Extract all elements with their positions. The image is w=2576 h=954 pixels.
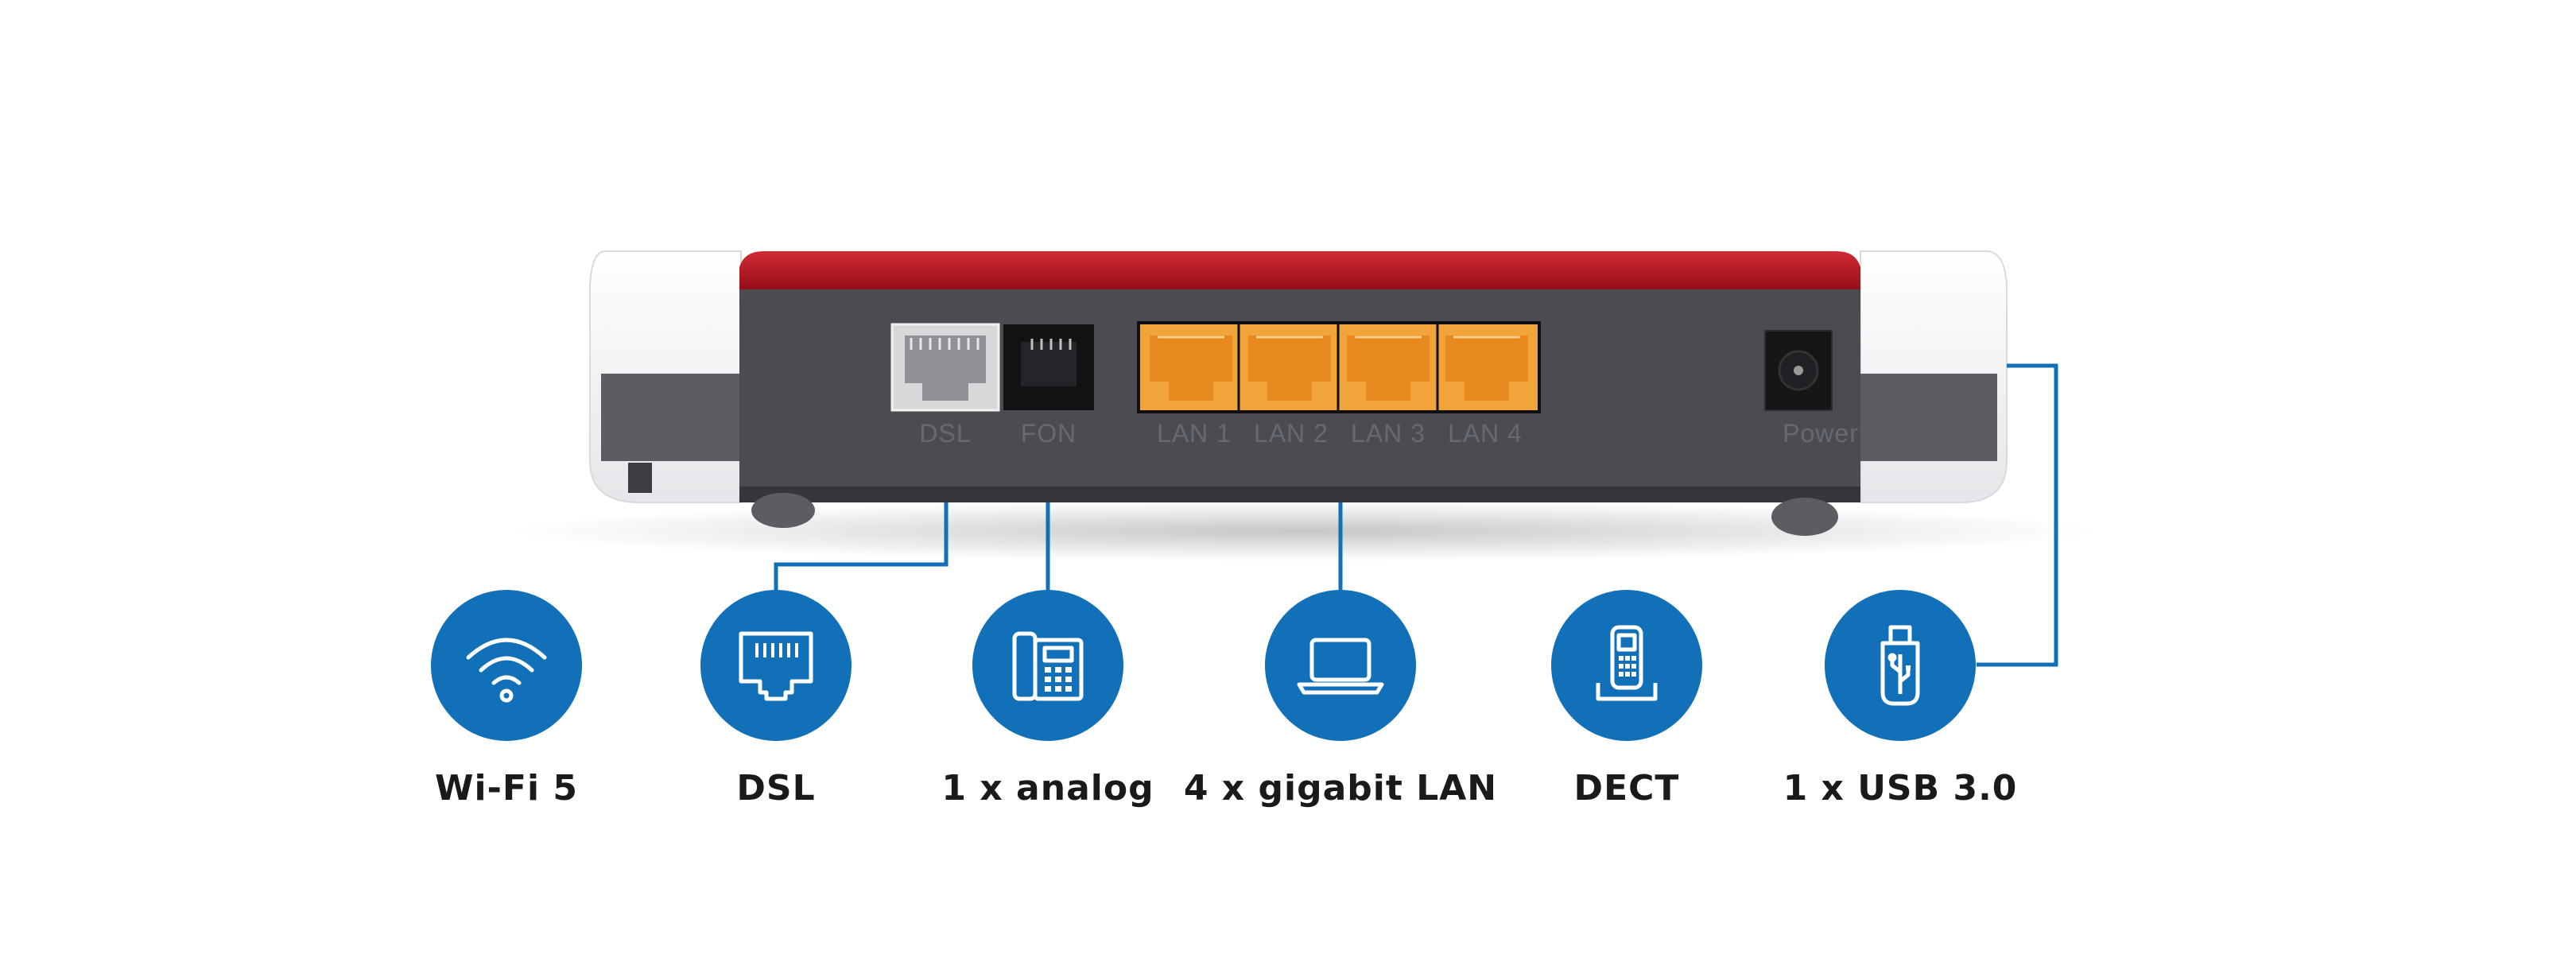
connector-dsl — [774, 502, 949, 595]
feature-label: 1 x USB 3.0 — [1783, 768, 2018, 809]
port-label-dsl: DSL — [919, 419, 971, 448]
port-label-power: Power — [1783, 419, 1859, 448]
left-side-cap — [589, 250, 742, 503]
router-shadow — [509, 501, 2099, 561]
feature-dect: DECT — [1444, 590, 1810, 809]
usb-icon — [1825, 590, 1976, 741]
feature-analog: 1 x analog — [865, 590, 1231, 809]
dsl-port — [890, 323, 1000, 412]
port-label-lan2: LAN 2 — [1254, 419, 1329, 448]
red-top-band — [739, 251, 1860, 293]
right-side-cap — [1860, 250, 2008, 503]
feature-label: 4 x gigabit LAN — [1183, 768, 1498, 809]
port-label-lan1: LAN 1 — [1157, 419, 1232, 448]
feature-label: 1 x analog — [941, 768, 1154, 809]
power-jack — [1764, 330, 1833, 411]
foot-left — [751, 493, 815, 528]
dsl-port-icon — [700, 590, 852, 741]
feature-label: DECT — [1573, 768, 1680, 809]
connector-lines — [774, 363, 2058, 667]
feature-label: Wi-Fi 5 — [435, 768, 578, 809]
feature-wifi: Wi-Fi 5 — [324, 590, 689, 809]
port-label-fon: FON — [1021, 419, 1077, 448]
wifi-icon — [431, 590, 582, 741]
laptop-icon — [1265, 590, 1416, 741]
feature-label: DSL — [736, 768, 816, 809]
connector-usb — [1977, 363, 2058, 667]
foot-right — [1771, 498, 1838, 536]
port-label-lan3: LAN 3 — [1351, 419, 1426, 448]
feature-lan: 4 x gigabit LAN — [1158, 590, 1523, 809]
lan-port-block — [1137, 321, 1541, 413]
feature-usb: 1 x USB 3.0 — [1717, 590, 2083, 809]
feature-dsl: DSL — [593, 590, 959, 809]
fon-port — [1003, 324, 1094, 410]
desk-phone-icon — [972, 590, 1123, 741]
cordless-phone-icon — [1551, 590, 1702, 741]
port-label-lan4: LAN 4 — [1448, 419, 1523, 448]
